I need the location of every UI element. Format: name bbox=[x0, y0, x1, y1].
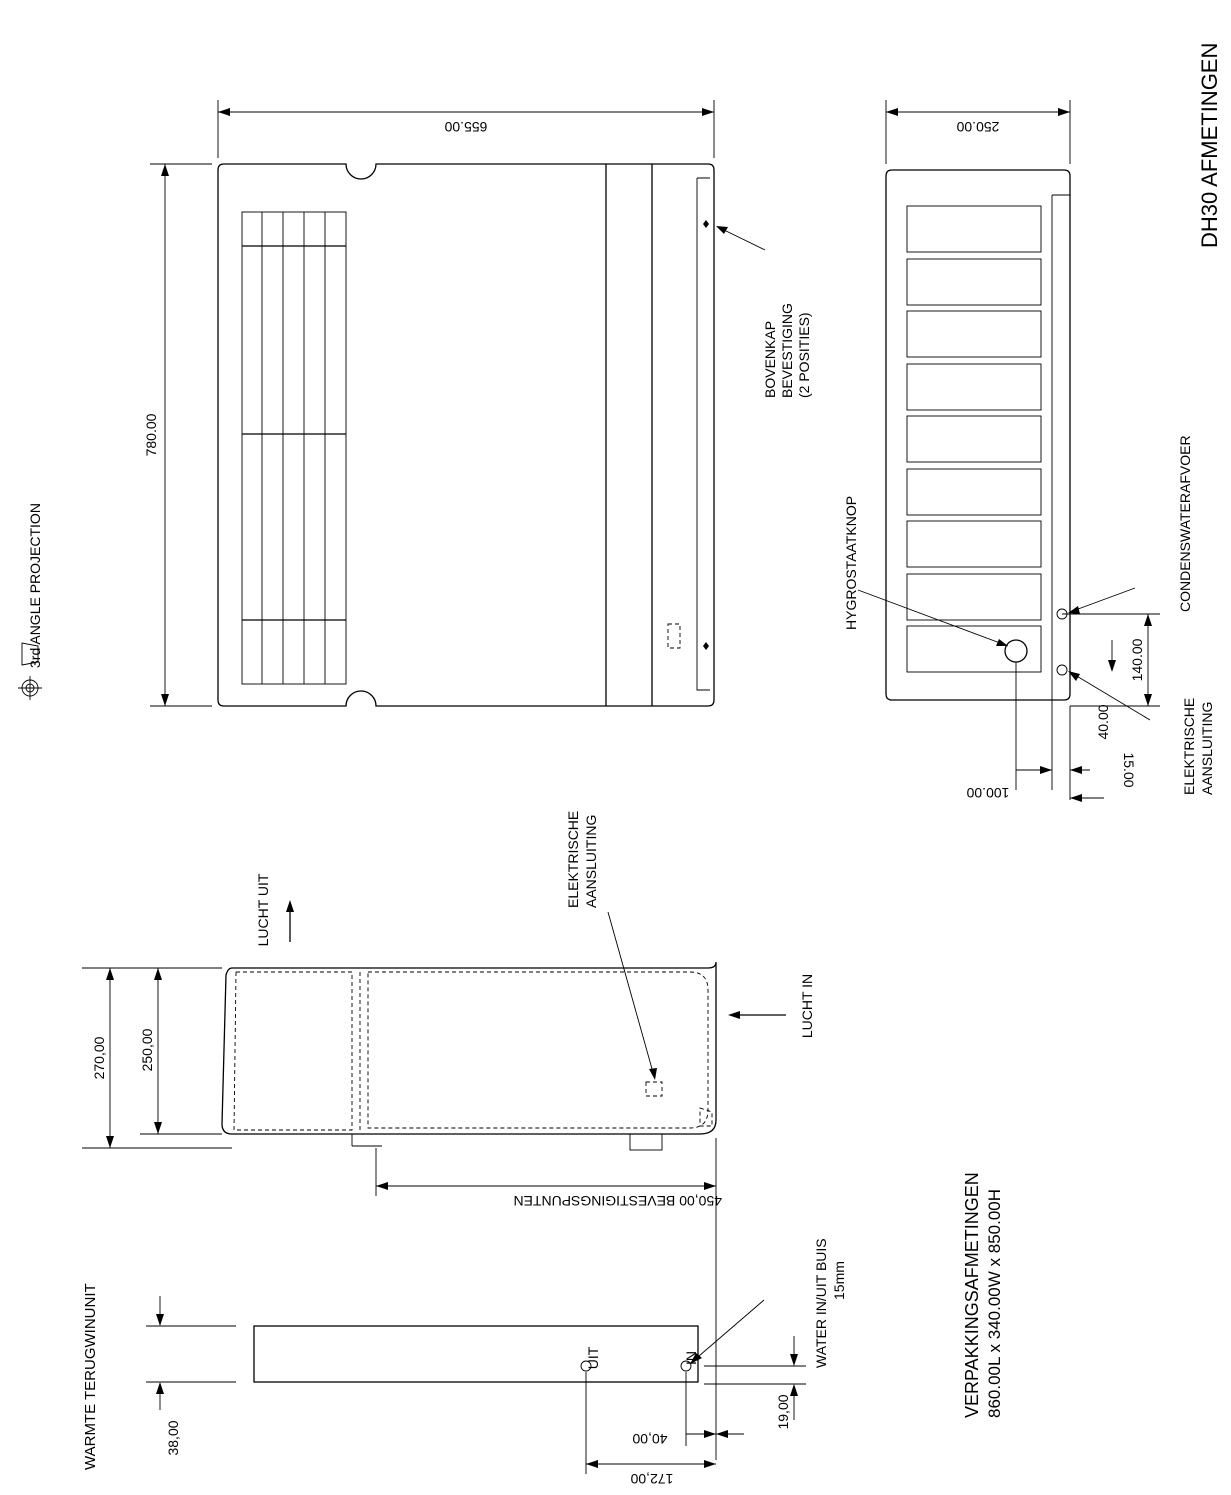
dimension-270-250 bbox=[82, 967, 232, 1149]
air-out-arrow-icon bbox=[286, 900, 294, 942]
dim-label-250-front: 250.00 bbox=[956, 119, 999, 135]
dim-label-780: 780.00 bbox=[143, 413, 159, 456]
port-out-label: UIT bbox=[585, 1346, 601, 1369]
dimension-250-front bbox=[885, 100, 1071, 164]
leader-electrical-front bbox=[1068, 671, 1151, 721]
dim-label-38: 38,00 bbox=[165, 1420, 181, 1455]
dim-label-655: 655.00 bbox=[444, 119, 487, 135]
dimension-19 bbox=[704, 1336, 806, 1420]
dim-label-15: 15.00 bbox=[1121, 752, 1137, 787]
elec-front-label-2: AANSLUITING bbox=[1199, 702, 1215, 795]
dim-label-19: 19,00 bbox=[775, 1394, 791, 1429]
dim-label-270: 270,00 bbox=[91, 1036, 107, 1079]
port-in-icon bbox=[680, 1360, 692, 1372]
leader-water-pipe bbox=[690, 1299, 765, 1364]
leader-hygrostat bbox=[857, 589, 1009, 647]
projection-symbol-icon bbox=[18, 642, 42, 700]
dimension-38 bbox=[146, 1296, 236, 1410]
dimension-450 bbox=[375, 1138, 717, 1460]
leader-bovenkap bbox=[716, 226, 766, 251]
condensate-label: CONDENSWATERAFVOER bbox=[1177, 435, 1193, 612]
bovenkap-label-2: BEVESTIGING bbox=[779, 303, 795, 398]
dim-label-40-hr: 40,00 bbox=[632, 1431, 667, 1447]
dim-label-250-side: 250,00 bbox=[139, 1028, 155, 1071]
hygrostat-knob-icon bbox=[1004, 639, 1028, 663]
dimension-655 bbox=[217, 100, 715, 158]
bovenkap-label-1: BOVENKAP bbox=[762, 321, 778, 398]
leader-electrical-side bbox=[607, 911, 657, 1080]
bovenkap-label-3: (2 POSITIES) bbox=[796, 312, 812, 398]
leader-condensate bbox=[1068, 587, 1136, 614]
side-view bbox=[221, 961, 717, 1151]
dim-label-450: 450,00 BEVESTIGINGSPUNTEN bbox=[513, 1193, 722, 1209]
dim-label-140: 140.00 bbox=[1129, 638, 1145, 681]
port-out-icon bbox=[580, 1360, 592, 1372]
hygrostat-label: HYGROSTAATKNOP bbox=[843, 496, 859, 630]
water-pipe-label-2: 15mm bbox=[831, 1261, 847, 1300]
dim-label-172: 172,00 bbox=[630, 1471, 673, 1487]
top-view bbox=[217, 163, 715, 707]
dim-label-40-front: 40.00 bbox=[1095, 704, 1111, 739]
air-in-arrow-icon bbox=[728, 1011, 786, 1019]
elec-front-label-1: ELEKTRISCHE bbox=[1181, 698, 1197, 795]
heat-recovery-title: WARMTE TERUGWINUNIT bbox=[82, 1283, 99, 1470]
electrical-port-icon bbox=[1056, 664, 1068, 676]
packaging-dims: 860.00L x 340.00W x 850.00H bbox=[985, 1189, 1004, 1418]
elec-side-label-1: ELEKTRISCHE bbox=[565, 811, 581, 908]
water-pipe-label-1: WATER IN/UIT BUIS bbox=[813, 1238, 829, 1368]
dimension-780 bbox=[150, 163, 212, 707]
dim-label-100: 100.00 bbox=[966, 785, 1009, 801]
air-in-label: LUCHT IN bbox=[799, 974, 815, 1038]
heat-recovery-unit bbox=[253, 1325, 699, 1383]
elec-side-label-2: AANSLUITING bbox=[583, 815, 599, 908]
projection-label: 3rd ANGLE PROJECTION bbox=[27, 503, 43, 668]
front-view bbox=[885, 169, 1071, 701]
air-out-label: LUCHT UIT bbox=[255, 873, 271, 946]
dimension-front-bottom bbox=[1015, 613, 1160, 802]
dimension-40-172 bbox=[585, 1372, 744, 1474]
drawing-title: DH30 AFMETINGEN bbox=[1197, 43, 1222, 248]
packaging-title: VERPAKKINGSAFMETINGEN bbox=[962, 1172, 982, 1418]
